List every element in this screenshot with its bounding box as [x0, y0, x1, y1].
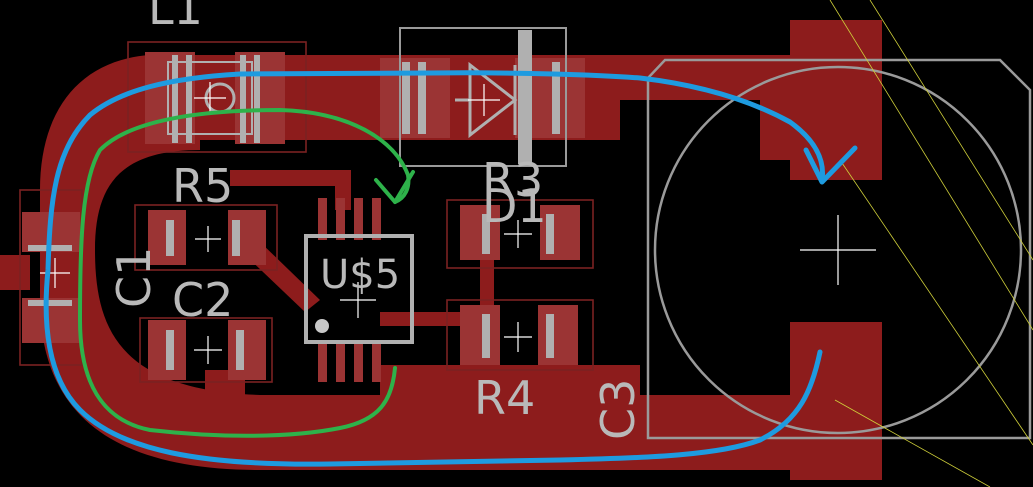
label-c3: C3: [591, 379, 645, 440]
guide-line-2: [869, 0, 1033, 261]
label-l1: L1: [148, 0, 203, 35]
label-u5: U$5: [320, 252, 400, 298]
l1-body: [127, 41, 307, 153]
r5-outline: [134, 204, 278, 271]
trace-r5-u5: [230, 170, 350, 186]
c1-origin-cross: [40, 258, 70, 288]
r5-silk-r: [232, 220, 240, 256]
trace-u5-bottom: [380, 365, 640, 405]
u5-pin-5: [318, 340, 327, 382]
guide-line-4: [834, 399, 991, 487]
c1-silk-b: [28, 300, 72, 306]
green-current-path: [78, 108, 411, 438]
r4-silk-l: [482, 314, 490, 358]
u5-pin-8: [372, 340, 381, 382]
c2-pad-right: [228, 320, 266, 380]
guide-line-3: [839, 159, 1033, 446]
c2-silk-r: [236, 330, 244, 370]
r4-silk-r: [546, 314, 554, 358]
guide-line-1: [829, 0, 1033, 331]
blue-arrowhead: [803, 145, 858, 185]
r4-origin-cross: [504, 322, 532, 352]
c3-circle: [653, 65, 1023, 435]
blue-current-path: [43, 70, 826, 467]
label-c1: C1: [107, 247, 161, 308]
d1-silk-left-2: [418, 62, 426, 134]
u5-pin-1: [318, 198, 327, 240]
u5-origin-cross: [340, 282, 376, 318]
label-r5: R5: [172, 159, 233, 213]
copper-left-stub: [0, 255, 30, 290]
r4-outline: [446, 299, 594, 371]
guide-lines: [829, 0, 1033, 487]
d1-cathode-band: [518, 30, 532, 164]
u5-pin-6: [336, 340, 345, 382]
d1-pad-left: [380, 58, 450, 138]
trace-u5-r4: [380, 312, 470, 326]
r3-pad-left: [460, 205, 500, 260]
origin-crosses: [40, 82, 876, 364]
l1-silk-bar-2: [186, 55, 192, 143]
r5-origin-cross: [195, 226, 221, 252]
u5-pin1-dot: [315, 319, 329, 333]
r3-silk-r: [546, 214, 554, 254]
u5-pin-7: [354, 340, 363, 382]
r3-outline: [446, 199, 594, 269]
r3-origin-cross: [504, 220, 532, 248]
c2-origin-cross: [194, 336, 222, 364]
c3-origin-cross: [800, 215, 876, 285]
l1-origin-cross: [194, 82, 226, 114]
label-d1: D1: [482, 179, 547, 233]
u5-body: [304, 234, 414, 344]
silkscreen-layer: [19, 27, 1032, 440]
green-arrowhead: [374, 170, 415, 204]
l1-silk-bar-4: [254, 55, 260, 143]
l1-silk-bar-1: [172, 55, 178, 143]
c2-outline: [139, 317, 273, 383]
u5-pin-4: [372, 198, 381, 240]
r4-pad-left: [460, 305, 500, 365]
component-labels: L1 R5 C2 C1 U$5 R3 D1 R4 C3: [107, 0, 645, 440]
d1-body: [399, 27, 567, 167]
d1-origin-cross: [468, 84, 500, 116]
l1-silk-bar-3: [240, 55, 246, 143]
u5-pin-2: [336, 198, 345, 240]
l1-core: [167, 61, 253, 135]
label-c2: C2: [172, 273, 233, 327]
c2-silk-l: [166, 330, 174, 370]
r5-silk-l: [166, 220, 174, 256]
label-r3: R3: [482, 153, 543, 207]
u5-pin-3: [354, 198, 363, 240]
c3-top-pad: [790, 20, 882, 180]
d1-silk-left-1: [402, 62, 410, 134]
label-r4: R4: [474, 371, 535, 425]
r4-pad-right: [538, 305, 578, 365]
annotation-layer: [43, 70, 858, 467]
d1-silk-right: [552, 62, 560, 134]
r3-silk-l: [482, 214, 490, 254]
